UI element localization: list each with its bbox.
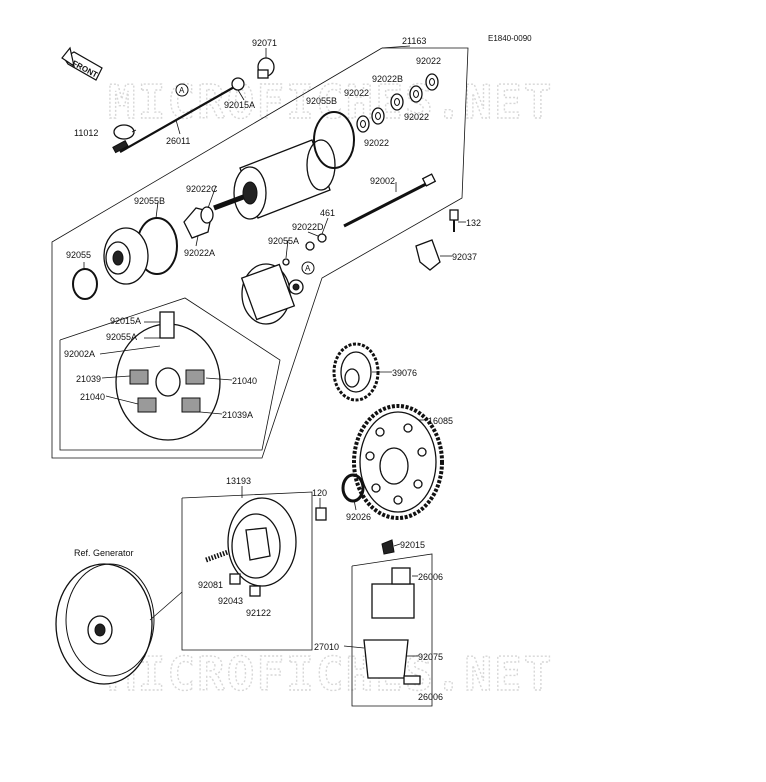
label-21039a: 21039A: [222, 410, 253, 420]
label-92022-r1: 92022: [344, 88, 369, 98]
label-132: 132: [466, 218, 481, 228]
label-26011: 26011: [166, 136, 190, 146]
relay-outline: [351, 553, 433, 707]
nut-92015: [381, 539, 395, 555]
fuse-26006-bottom: [403, 675, 421, 685]
o-ring-92055: [72, 268, 98, 300]
leader-lines: [83, 45, 466, 657]
label-39076: 39076: [392, 368, 417, 378]
washer-92022d: [317, 233, 327, 243]
washer-92055a: [282, 258, 290, 266]
callout-a-mid: [301, 261, 315, 275]
bolt-120: [315, 507, 327, 521]
clutch-outline: [181, 491, 313, 651]
starter-clutch-gear-16085: [352, 404, 444, 520]
callout-a-top: [175, 83, 189, 97]
label-26006-bottom: 26006: [418, 692, 443, 702]
starter-motor-yoke: [213, 139, 336, 220]
label-461: 461: [320, 208, 335, 218]
idle-gear-39076: [332, 342, 380, 402]
label-26006-top: 26006: [418, 572, 443, 582]
front-cover: [103, 227, 149, 285]
label-92015a-left: 92015A: [110, 316, 141, 326]
relay-cover-92075: [363, 639, 409, 679]
starter-clutch-13193: [227, 497, 297, 587]
label-13193: 13193: [226, 476, 251, 486]
label-120: 120: [312, 488, 327, 498]
washer-set-21163: [356, 73, 439, 133]
label-92022a: 92022A: [184, 248, 215, 258]
label-ref-generator: Ref. Generator: [74, 548, 134, 558]
front-arrow-icon: FRONT: [61, 46, 103, 81]
watermark-bottom: MICROFICHES.NET: [108, 647, 553, 701]
label-92043: 92043: [218, 596, 243, 606]
label-92122: 92122: [246, 608, 271, 618]
through-bolt-92002: [343, 173, 437, 228]
starter-relay-27010: [363, 539, 421, 685]
callout-a-mid-label: A: [305, 264, 311, 273]
label-92055: 92055: [66, 250, 91, 260]
label-92071: 92071: [252, 38, 277, 48]
starter-assembly-outline: [51, 47, 469, 459]
washer-92026: [341, 473, 365, 503]
label-27010: 27010: [314, 642, 339, 652]
label-92055a-mid: 92055A: [268, 236, 299, 246]
diagram-code: E1840-0090: [488, 34, 532, 43]
label-92022b: 92022B: [372, 74, 403, 84]
label-92055b-top: 92055B: [306, 96, 337, 106]
plunger-92043: [229, 573, 241, 585]
part-labels: 92071 21163 92022 92022B 92022 92055B 92…: [64, 36, 481, 702]
label-92026: 92026: [346, 512, 371, 522]
label-92022d: 92022D: [292, 222, 324, 232]
label-92022-r2: 92022: [404, 112, 429, 122]
bracket-92037: [415, 209, 459, 271]
label-21040-right: 21040: [232, 376, 257, 386]
label-92022-top: 92022: [416, 56, 441, 66]
label-92015: 92015: [400, 540, 425, 550]
brush-holder-outline: [59, 297, 281, 451]
label-92081: 92081: [198, 580, 223, 590]
label-92022-r3: 92022: [364, 138, 389, 148]
spring-92081: [205, 549, 229, 563]
lock-plate-92022a: [183, 206, 214, 239]
label-92015a-top: 92015A: [224, 100, 255, 110]
label-92022c: 92022C: [186, 184, 218, 194]
generator-rotor: [55, 563, 155, 685]
label-92037: 92037: [452, 252, 477, 262]
label-92055b-left: 92055B: [134, 196, 165, 206]
label-92055a-left: 92055A: [106, 332, 137, 342]
callout-a-top-label: A: [179, 86, 185, 95]
label-92002: 92002: [370, 176, 395, 186]
label-11012: 11012: [74, 128, 98, 138]
nut-461: [305, 241, 315, 251]
label-21040-left: 21040: [80, 392, 105, 402]
label-92075: 92075: [418, 652, 443, 662]
rear-end-cover: [240, 263, 304, 325]
brush-holder-plate: [115, 311, 221, 441]
label-21163: 21163: [402, 36, 426, 46]
label-21039: 21039: [76, 374, 101, 384]
roller-92122: [249, 585, 261, 597]
o-ring-92055b-top: [313, 111, 355, 169]
label-16085: 16085: [428, 416, 453, 426]
label-92002a: 92002A: [64, 349, 95, 359]
